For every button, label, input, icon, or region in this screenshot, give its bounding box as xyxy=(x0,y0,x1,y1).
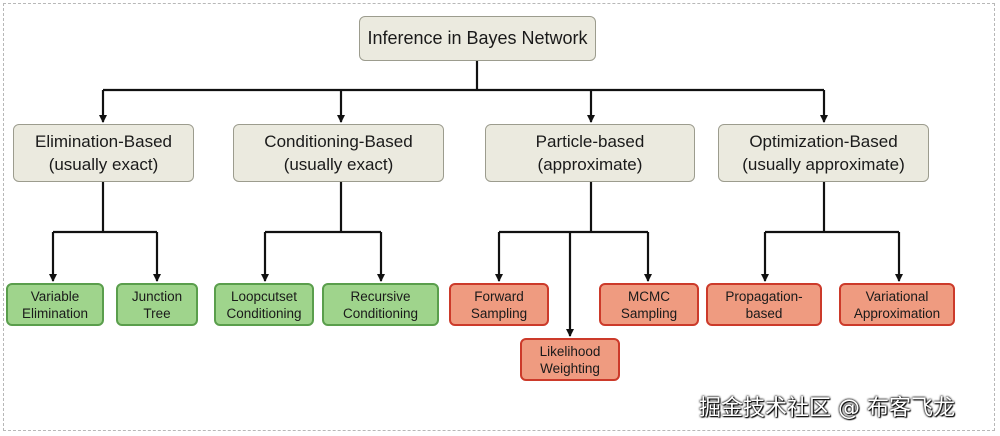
leaf-line: Sampling xyxy=(470,305,528,321)
root-label: Inference in Bayes Network xyxy=(367,28,588,48)
leaf-line: based xyxy=(745,305,783,321)
leaf-line: Recursive xyxy=(350,288,411,304)
category-particle-based: Particle-based (approximate) xyxy=(485,124,695,182)
category-subtitle: (approximate) xyxy=(537,155,643,174)
leaf-line: Loopcutset xyxy=(230,288,298,304)
leaf-propagation-based: Propagation- based xyxy=(706,283,822,326)
leaf-line: Sampling xyxy=(620,305,678,321)
leaf-line: Junction xyxy=(131,288,183,304)
leaf-variational-approximation: Variational Approximation xyxy=(839,283,955,326)
leaf-likelihood-weighting: Likelihood Weighting xyxy=(520,338,620,381)
leaf-line: Approximation xyxy=(853,305,941,321)
category-title: Elimination-Based xyxy=(34,132,172,151)
category-title: Particle-based xyxy=(535,132,645,151)
leaf-line: Weighting xyxy=(540,360,600,376)
category-subtitle: (usually exact) xyxy=(283,155,394,174)
category-subtitle: (usually approximate) xyxy=(742,155,905,174)
category-title: Optimization-Based xyxy=(749,132,898,151)
leaf-line: MCMC xyxy=(628,288,670,304)
leaf-line: Variable xyxy=(30,288,80,304)
leaf-junction-tree: Junction Tree xyxy=(116,283,198,326)
leaf-loopcutset-conditioning: Loopcutset Conditioning xyxy=(214,283,314,326)
leaf-line: Conditioning xyxy=(342,305,419,321)
category-conditioning-based: Conditioning-Based (usually exact) xyxy=(233,124,444,182)
category-elimination-based: Elimination-Based (usually exact) xyxy=(13,124,194,182)
leaf-line: Likelihood xyxy=(539,343,601,359)
leaf-line: Forward xyxy=(474,288,524,304)
category-title: Conditioning-Based xyxy=(264,132,413,151)
category-subtitle: (usually exact) xyxy=(48,155,159,174)
leaf-line: Propagation- xyxy=(725,288,803,304)
leaf-recursive-conditioning: Recursive Conditioning xyxy=(322,283,439,326)
image-frame xyxy=(3,3,995,431)
leaf-forward-sampling: Forward Sampling xyxy=(449,283,549,326)
leaf-line: Elimination xyxy=(21,305,89,321)
leaf-line: Variational xyxy=(865,288,929,304)
leaf-variable-elimination: Variable Elimination xyxy=(6,283,104,326)
category-optimization-based: Optimization-Based (usually approximate) xyxy=(718,124,929,182)
leaf-line: Conditioning xyxy=(226,305,302,321)
root-node: Inference in Bayes Network xyxy=(359,16,596,61)
leaf-mcmc-sampling: MCMC Sampling xyxy=(599,283,699,326)
watermark: 掘金技术社区 @ 布客飞龙 xyxy=(699,396,955,421)
leaf-line: Tree xyxy=(143,305,171,321)
